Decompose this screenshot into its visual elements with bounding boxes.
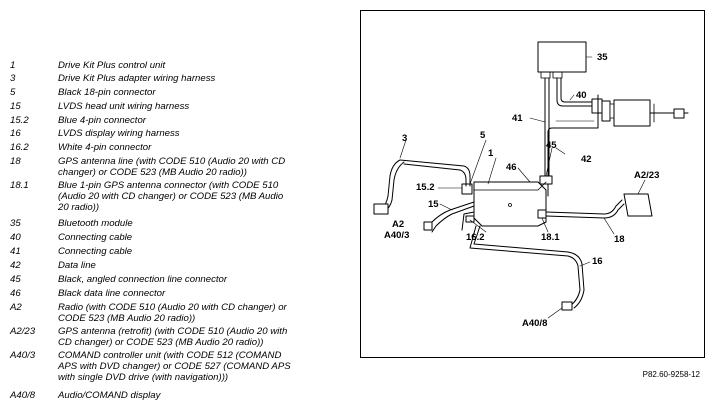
legend-description: Bluetooth module bbox=[58, 218, 348, 229]
legend-description-line: Drive Kit Plus control unit bbox=[58, 60, 166, 71]
diagram-frame bbox=[360, 10, 705, 358]
legend-description: Connecting cable bbox=[58, 232, 348, 243]
legend-description-line: Connecting cable bbox=[58, 232, 133, 243]
label-35: 35 bbox=[597, 52, 608, 63]
legend-description-line: Connecting cable bbox=[58, 246, 133, 257]
legend-key: 46 bbox=[10, 288, 21, 299]
legend-key: 35 bbox=[10, 218, 21, 229]
label-3: 3 bbox=[402, 133, 407, 144]
legend-description-line: Radio (with CODE 510 (Audio 20 with CD c… bbox=[58, 302, 287, 313]
legend-key: 42 bbox=[10, 260, 21, 271]
label-45: 45 bbox=[546, 140, 557, 151]
legend-description: COMAND controller unit (with CODE 512 (C… bbox=[58, 350, 348, 384]
legend-description: LVDS display wiring harness bbox=[58, 128, 348, 139]
legend-description-line: (Audio 20 with CD changer) or CODE 523 (… bbox=[58, 191, 284, 203]
legend-description-line: Black data line connector bbox=[58, 288, 166, 299]
label-42: 42 bbox=[581, 154, 592, 165]
legend-description-line: GPS antenna (retrofit) (with CODE 510 (A… bbox=[58, 326, 288, 337]
legend-key: A2 bbox=[10, 302, 22, 313]
label-1: 1 bbox=[488, 148, 494, 159]
legend-description-line: Black, angled connection line connector bbox=[58, 274, 228, 285]
legend-description: LVDS head unit wiring harness bbox=[58, 101, 348, 112]
legend-key: 18.1 bbox=[10, 180, 29, 191]
legend-description-line: LVDS display wiring harness bbox=[58, 128, 180, 139]
gps-antenna bbox=[623, 193, 653, 217]
legend-key: 18 bbox=[10, 156, 21, 167]
legend-description-line: 20 radio)) bbox=[58, 202, 100, 214]
label-40: 40 bbox=[576, 90, 587, 101]
label-a2: A2 bbox=[392, 219, 404, 230]
bluetooth-module bbox=[537, 41, 587, 73]
legend-description-line: Blue 4-pin connector bbox=[58, 115, 146, 126]
legend-key: 40 bbox=[10, 232, 21, 243]
legend-key: 3 bbox=[10, 73, 16, 84]
legend-description-line: APS with DVD changer) or CODE 527 (COMAN… bbox=[58, 361, 291, 373]
legend-description: Blue 1-pin GPS antenna connector (with C… bbox=[58, 180, 348, 214]
legend-description-line: CD changer) or CODE 523 (MB Audio 20 rad… bbox=[58, 337, 264, 349]
label-41: 41 bbox=[512, 113, 523, 124]
label-a40-3: A40/3 bbox=[384, 230, 409, 241]
label-46: 46 bbox=[506, 162, 517, 173]
legend-key: 45 bbox=[10, 274, 21, 285]
legend-description-line: with single DVD drive (with navigation))… bbox=[58, 372, 229, 384]
legend-key: 1 bbox=[10, 60, 16, 71]
legend-description-line: Blue 1-pin GPS antenna connector (with C… bbox=[58, 180, 279, 191]
legend-description-line: LVDS head unit wiring harness bbox=[58, 101, 190, 112]
label-5: 5 bbox=[480, 130, 486, 141]
label-16: 16 bbox=[592, 256, 603, 267]
legend-description: GPS antenna (retrofit) (with CODE 510 (A… bbox=[58, 326, 348, 348]
legend-key: 16 bbox=[10, 128, 21, 139]
label-15-2: 15.2 bbox=[416, 182, 435, 193]
legend-description: Black data line connector bbox=[58, 288, 348, 299]
legend-description-line: Data line bbox=[58, 260, 96, 271]
legend-key: 16.2 bbox=[10, 142, 29, 153]
legend-description-line: Black 18-pin connector bbox=[58, 87, 156, 98]
legend-description-line: COMAND controller unit (with CODE 512 (C… bbox=[58, 350, 282, 361]
legend-description: Data line bbox=[58, 260, 348, 271]
label-18: 18 bbox=[614, 234, 625, 245]
legend-description-line: CODE 523 (MB Audio 20 radio)) bbox=[58, 313, 196, 325]
label-16-2: 16.2 bbox=[466, 232, 485, 243]
legend-description: White 4-pin connector bbox=[58, 142, 348, 153]
legend-description: Black, angled connection line connector bbox=[58, 274, 348, 285]
legend-key: A40/3 bbox=[10, 350, 36, 361]
legend-description-line: Drive Kit Plus adapter wiring harness bbox=[58, 73, 216, 84]
legend-key: A40/8 bbox=[10, 390, 36, 401]
legend-description-line: Audio/COMAND display bbox=[58, 390, 161, 401]
legend-description: Blue 4-pin connector bbox=[58, 115, 348, 126]
legend-description: Black 18-pin connector bbox=[58, 87, 348, 98]
legend-key: A2/23 bbox=[10, 326, 36, 337]
legend-description-line: changer) or CODE 523 (MB Audio 20 radio)… bbox=[58, 167, 247, 179]
legend-key: 15.2 bbox=[10, 115, 29, 126]
label-18-1: 18.1 bbox=[541, 232, 560, 243]
control-unit bbox=[473, 181, 547, 227]
legend-description: Connecting cable bbox=[58, 246, 348, 257]
legend-description-line: White 4-pin connector bbox=[58, 142, 152, 153]
legend-description: Drive Kit Plus control unit bbox=[58, 60, 348, 71]
legend-key: 41 bbox=[10, 246, 21, 257]
label-15: 15 bbox=[428, 199, 439, 210]
legend-key: 15 bbox=[10, 101, 21, 112]
legend-key: 5 bbox=[10, 87, 16, 98]
legend-description: GPS antenna line (with CODE 510 (Audio 2… bbox=[58, 156, 348, 178]
legend-description: Drive Kit Plus adapter wiring harness bbox=[58, 73, 348, 84]
legend-description: Radio (with CODE 510 (Audio 20 with CD c… bbox=[58, 302, 348, 324]
legend-description: Audio/COMAND display bbox=[58, 390, 348, 401]
label-a2-23: A2/23 bbox=[634, 170, 659, 181]
legend-description-line: Bluetooth module bbox=[58, 218, 133, 229]
figure-code: P82.60-9258-12 bbox=[642, 370, 700, 379]
legend-description-line: GPS antenna line (with CODE 510 (Audio 2… bbox=[58, 156, 286, 167]
label-a40-8: A40/8 bbox=[522, 318, 547, 329]
